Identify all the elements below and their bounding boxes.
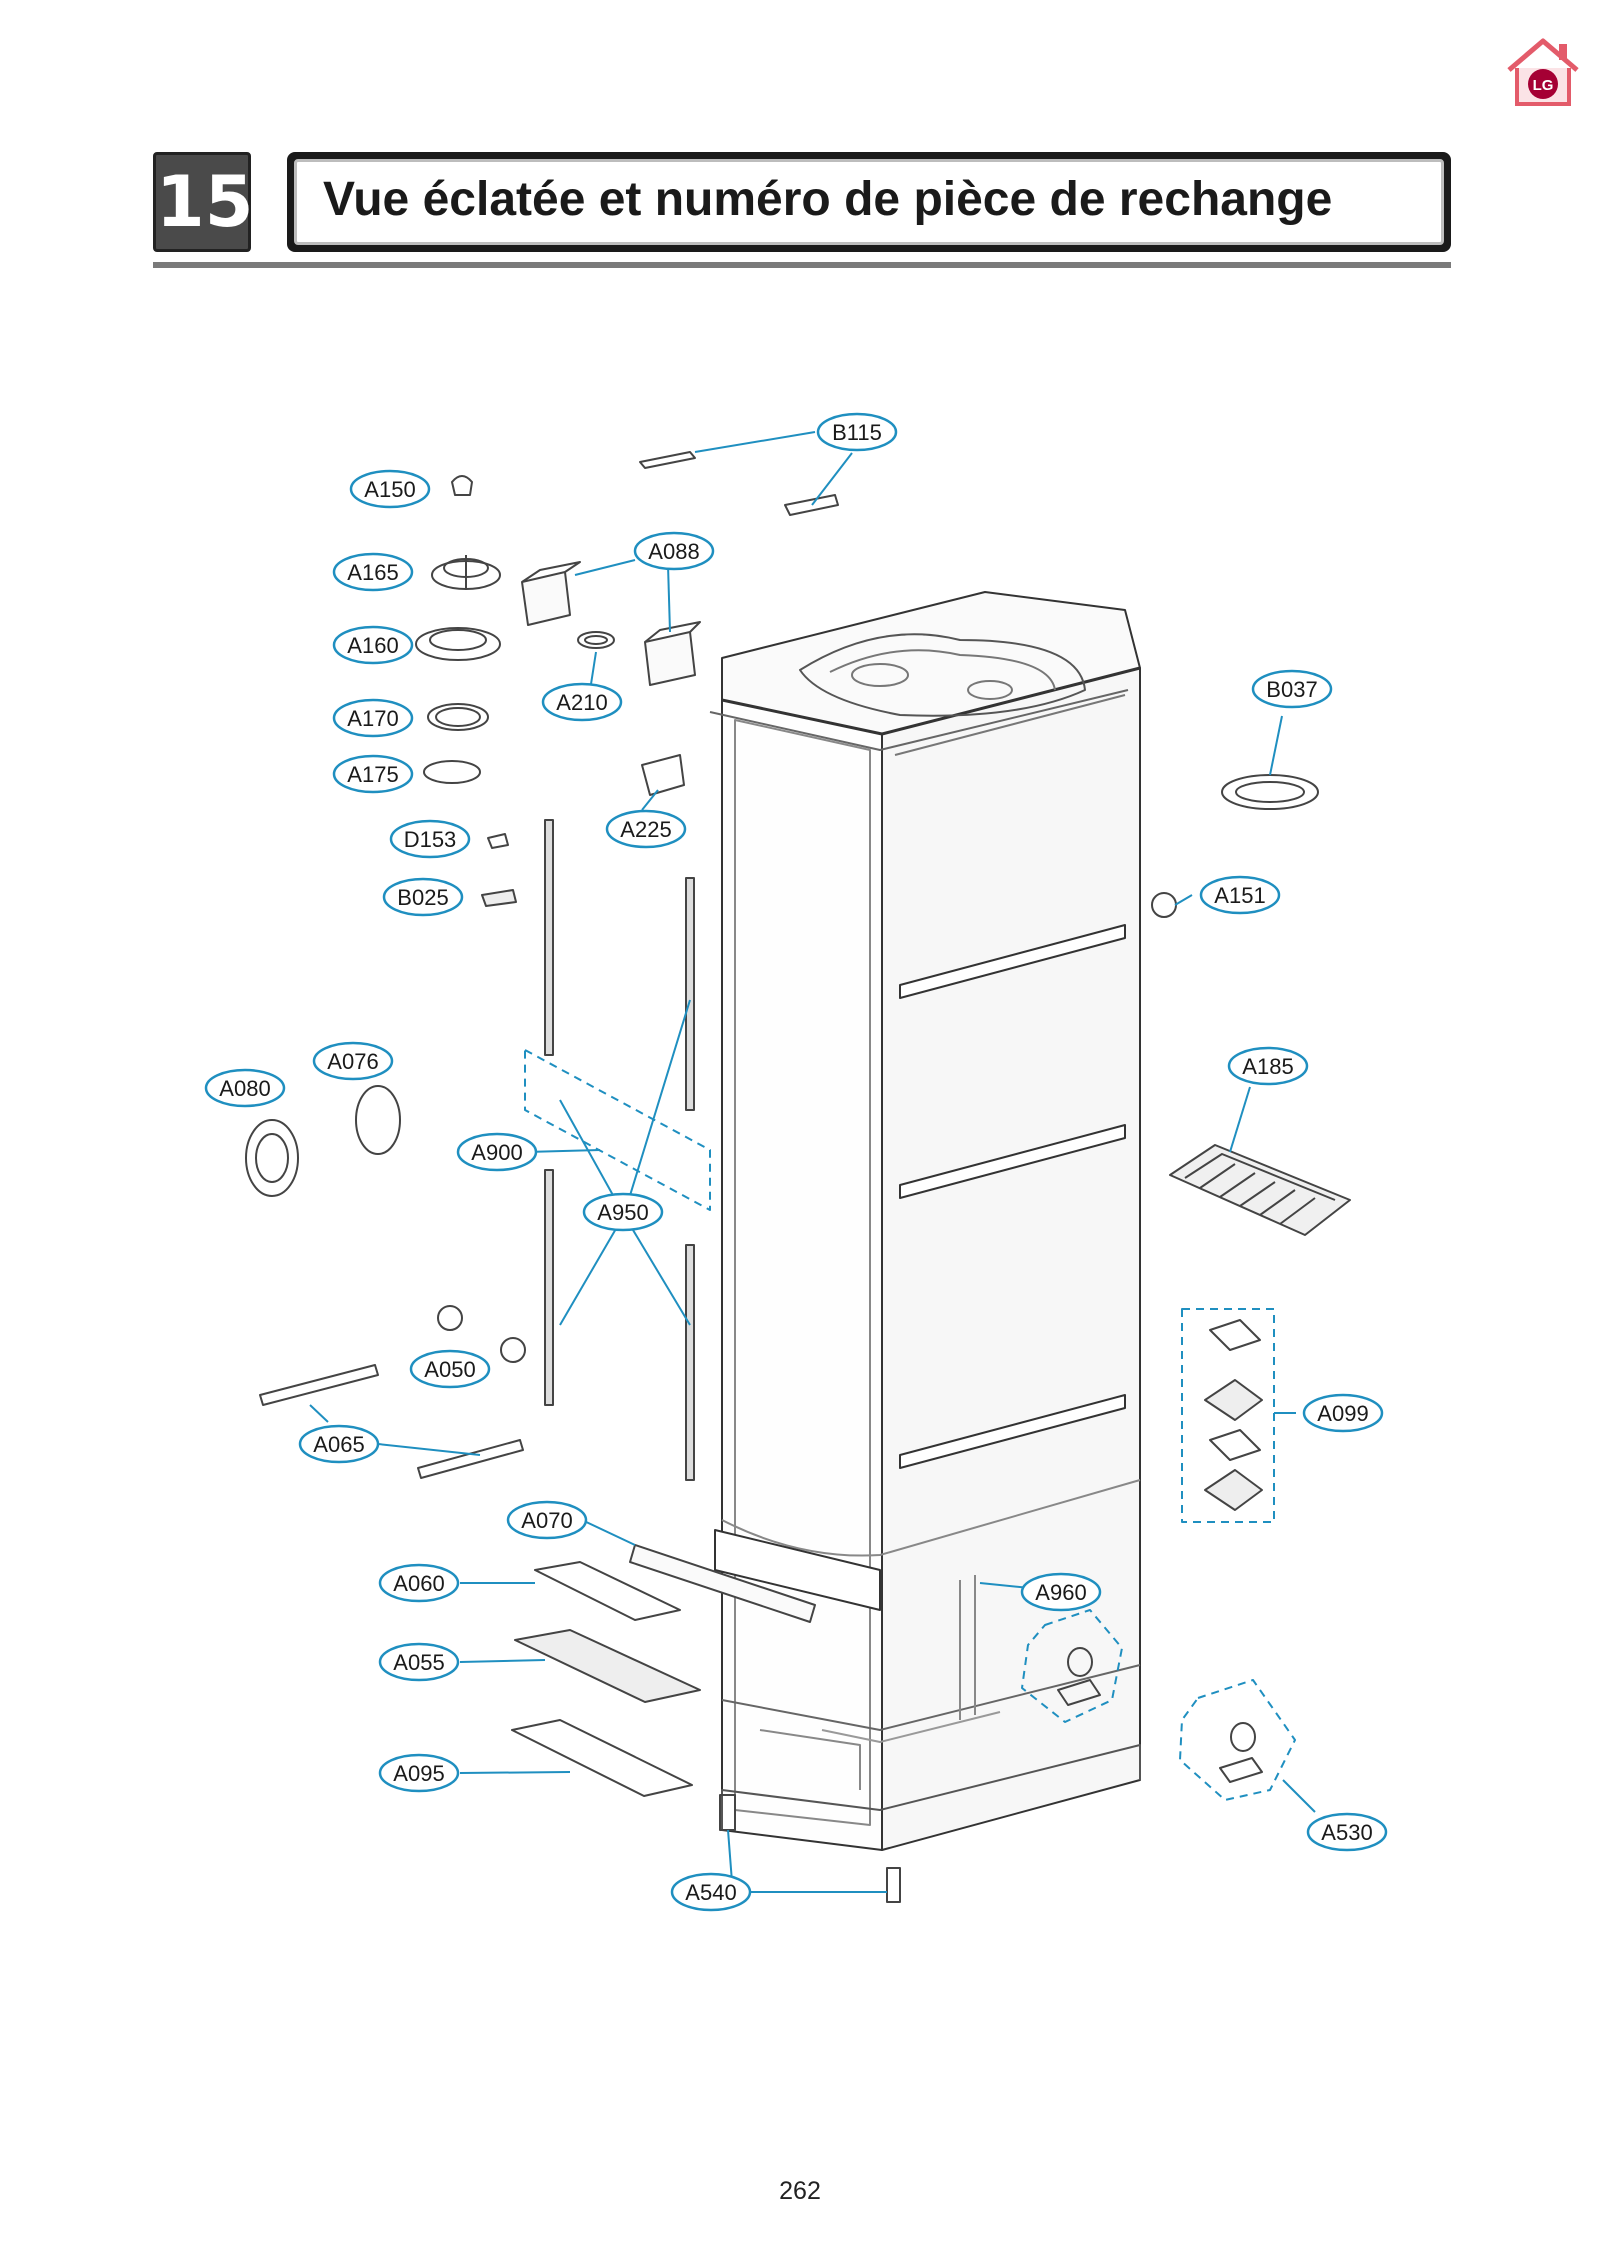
label-A080: A080 (219, 1076, 270, 1101)
label-A050: A050 (424, 1357, 475, 1382)
label-A099: A099 (1317, 1401, 1368, 1426)
label-A900: A900 (471, 1140, 522, 1165)
section-number: 15 (153, 152, 253, 252)
parts (245, 451, 1351, 1903)
svg-text:LG: LG (1533, 77, 1554, 94)
label-A070: A070 (521, 1508, 572, 1533)
callouts (204, 412, 1388, 1912)
label-A225: A225 (620, 817, 671, 842)
lg-home-icon[interactable]: LG (1505, 36, 1581, 108)
label-A175: A175 (347, 762, 398, 787)
page-title: Vue éclatée et numéro de pièce de rechan… (294, 159, 1444, 245)
label-A540: A540 (685, 1880, 736, 1905)
label-A210: A210 (556, 690, 607, 715)
label-B115: B115 (832, 420, 882, 445)
page-number: 262 (779, 2177, 821, 2205)
label-A170: A170 (347, 706, 398, 731)
label-A530: A530 (1321, 1820, 1372, 1845)
label-A160: A160 (347, 633, 398, 658)
label-A165: A165 (347, 560, 398, 585)
label-A095: A095 (393, 1761, 444, 1786)
label-A065: A065 (313, 1432, 364, 1457)
label-D153: D153 (404, 827, 457, 852)
label-B025: B025 (397, 885, 448, 910)
dashed-groups (524, 1049, 1296, 1801)
title-bar: Vue éclatée et numéro de pièce de rechan… (287, 152, 1451, 252)
label-A055: A055 (393, 1650, 444, 1675)
label-A151: A151 (1214, 883, 1265, 908)
cabinet-body (709, 591, 1141, 1851)
label-B037: B037 (1266, 677, 1317, 702)
callout-labels: A150 A165 A160 A170 A175 D153 B025 A080 … (219, 420, 1372, 1905)
title-rule (153, 262, 1451, 268)
label-A960: A960 (1035, 1580, 1086, 1605)
label-A185: A185 (1242, 1054, 1293, 1079)
label-A950: A950 (597, 1200, 648, 1225)
label-A060: A060 (393, 1571, 444, 1596)
leader-lines (309, 431, 1316, 1893)
label-A076: A076 (327, 1049, 378, 1074)
label-A088: A088 (648, 539, 699, 564)
label-A150: A150 (364, 477, 415, 502)
